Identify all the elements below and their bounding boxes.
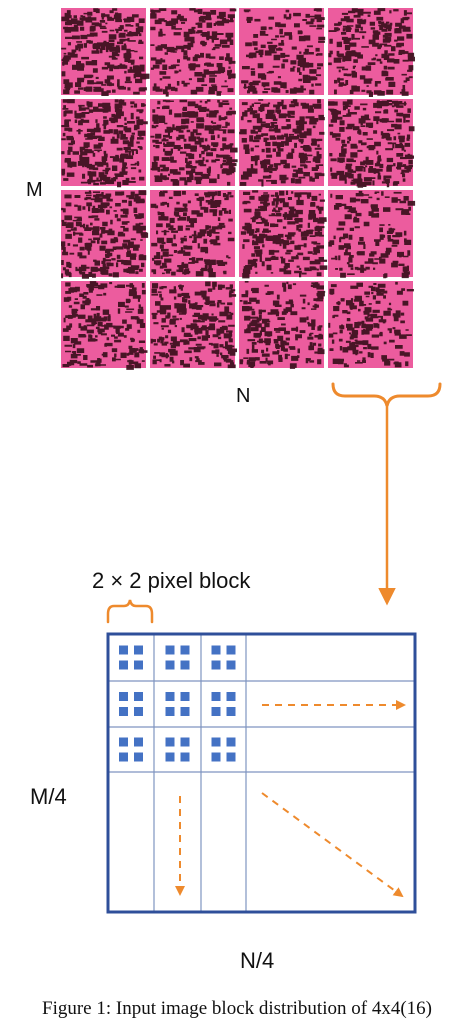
pixel-square [134, 752, 143, 762]
column-brace [331, 382, 442, 407]
pixel-square [180, 692, 190, 701]
pixel-square [165, 692, 175, 701]
image-tile [239, 8, 326, 95]
image-tile [150, 190, 235, 278]
block-col-label: N/4 [240, 948, 274, 973]
pixel-block-brace [106, 599, 154, 624]
image-tile [150, 281, 237, 369]
pixel-squares [119, 645, 236, 762]
image-tile [328, 281, 414, 368]
pixel-square [226, 692, 236, 701]
figure-caption: Figure 1: Input image block distribution… [42, 998, 432, 1019]
pixel-square [211, 707, 221, 716]
pixel-square [119, 660, 128, 670]
block-row-label: M/4 [30, 784, 67, 809]
image-tile [328, 8, 415, 98]
pixel-square [134, 692, 143, 701]
pixel-square [180, 752, 190, 762]
image-tile [239, 190, 328, 279]
pixel-square [165, 752, 175, 762]
pixel-square [134, 707, 143, 716]
pixel-square [211, 692, 221, 701]
pixel-square [165, 660, 175, 670]
image-tile [328, 190, 416, 279]
block-frame-border [106, 632, 417, 914]
pixel-square [180, 737, 190, 747]
pixel-square [226, 737, 236, 747]
pixel-square [226, 752, 236, 762]
image-tile [61, 190, 149, 279]
pixel-square [134, 660, 143, 670]
image-tile [61, 281, 148, 370]
pixel-square [211, 752, 221, 762]
image-tile [61, 8, 150, 97]
image-tile [150, 99, 238, 186]
pixel-square [165, 645, 175, 655]
pixel-square [211, 737, 221, 747]
image-tile [61, 99, 148, 188]
pixel-square [180, 660, 190, 670]
image-tile [239, 99, 325, 187]
pixel-square [180, 645, 190, 655]
pixel-block-label: 2 × 2 pixel block [92, 568, 251, 593]
block-grid-lines [108, 634, 415, 912]
pixel-square [134, 645, 143, 655]
image-tile-grid [61, 8, 416, 370]
pixel-square [211, 660, 221, 670]
pixel-square [119, 707, 128, 716]
pixel-square [226, 645, 236, 655]
pixel-square [180, 707, 190, 716]
image-tile [239, 281, 326, 369]
diagonal-dashed-arrow [261, 792, 404, 898]
pixel-square [165, 707, 175, 716]
grid-col-label: N [236, 385, 250, 407]
pixel-square [226, 707, 236, 716]
pixel-square [119, 645, 128, 655]
pixel-square [119, 752, 128, 762]
pixel-square [211, 645, 221, 655]
pixel-square [134, 737, 143, 747]
image-tile [150, 8, 237, 97]
grid-row-label: M [26, 179, 43, 201]
pixel-square [119, 692, 128, 701]
block-distribution-frame [106, 632, 417, 914]
pixel-square [226, 660, 236, 670]
pixel-square [119, 737, 128, 747]
pixel-square [165, 737, 175, 747]
image-tile [328, 99, 415, 188]
